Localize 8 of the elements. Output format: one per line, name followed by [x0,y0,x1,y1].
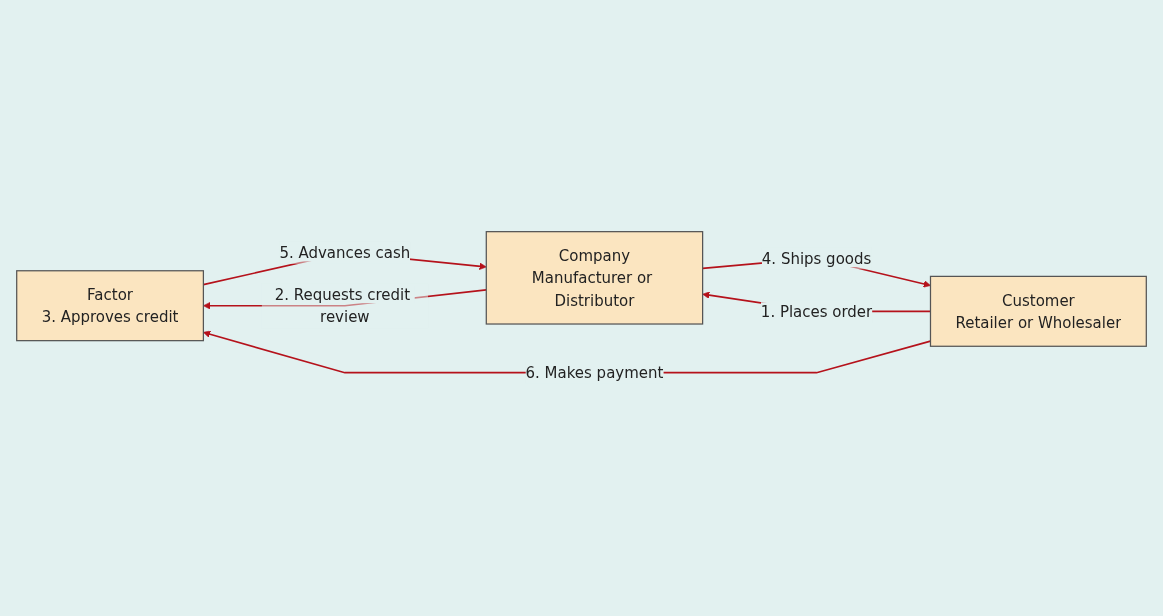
node-box: Factor 3. Approves credit [16,270,204,342]
edge-label: 2. Requests credit review [274,285,411,326]
edge-label: 5. Advances cash [279,244,411,262]
node-box: Company Manufacturer or Distributor [485,231,704,325]
node-box: Customer Retailer or Wholesaler [929,275,1147,348]
edge-label: 4. Ships goods [761,249,872,268]
edge-label: 6. Makes payment [525,364,664,382]
edge-label: 1. Places order [760,302,873,321]
